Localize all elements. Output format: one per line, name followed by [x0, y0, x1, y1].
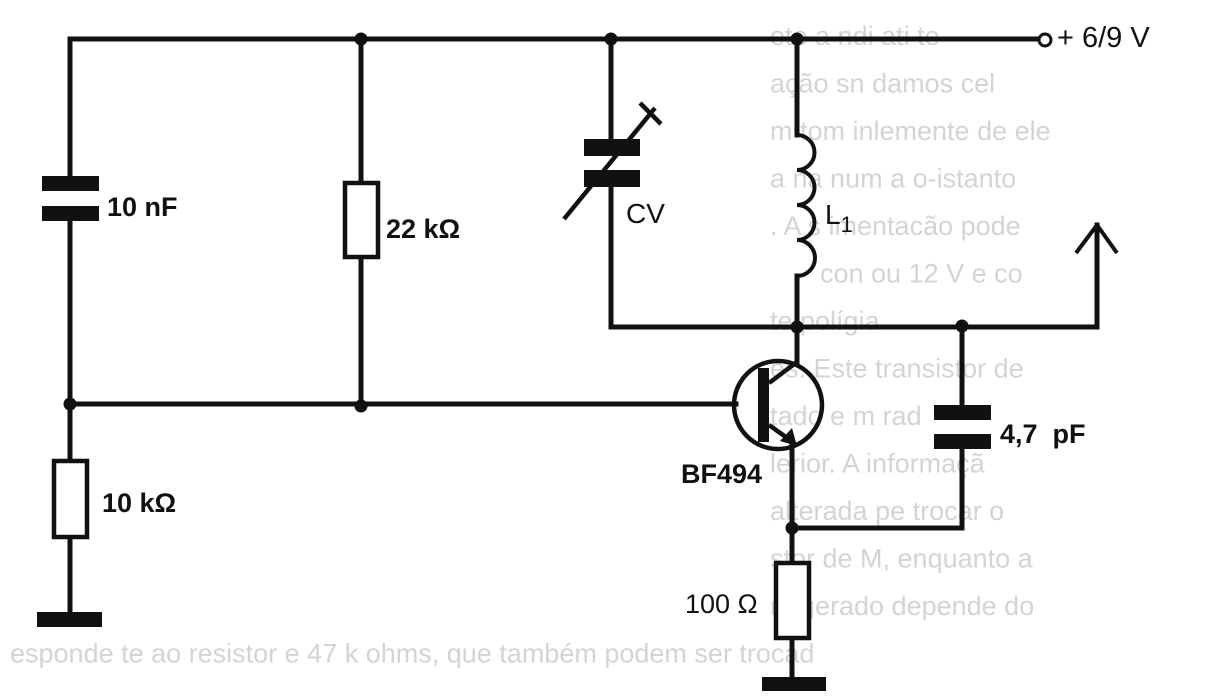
antenna-arm-right [1095, 223, 1119, 255]
capacitor-plate [42, 176, 99, 191]
junction-dot [785, 521, 799, 535]
antenna-arm-left [1074, 223, 1099, 255]
background-text-line: lerior. A informaçã [770, 449, 986, 479]
transistor-q1: BF494 [681, 358, 825, 489]
resistor-body [51, 458, 90, 540]
capacitor-c1: 10 nF [42, 176, 178, 222]
resistor-r3: 100 Ω [685, 560, 812, 641]
cv-label: CV [626, 198, 665, 229]
background-text-line: esponde te ao resistor e 47 k ohms, que … [10, 639, 814, 669]
junction-dot [790, 32, 804, 46]
background-text-line: m gerado depende do [770, 591, 1034, 621]
transistor-collector-lead [767, 360, 799, 385]
antenna-icon [1074, 223, 1119, 268]
q1-part-label: BF494 [681, 459, 762, 489]
ground-icon [762, 677, 826, 691]
variable-arrow-tee [638, 101, 663, 126]
background-text-line: con ou 12 V e co [820, 259, 1023, 289]
resistor-r1: 22 kΩ [342, 180, 460, 260]
variable-capacitor-cv: CV [562, 101, 665, 229]
junctions [63, 32, 969, 535]
background-text-line: m tom inlemente de ele [770, 116, 1051, 146]
resistor-body [773, 560, 812, 641]
background-text-line: stor de M, enquanto a [770, 544, 1034, 574]
supply-terminal: + 6/9 V [1037, 22, 1150, 54]
capacitor-plate [934, 405, 991, 420]
junction-dot [604, 32, 618, 46]
junction-dot [790, 320, 804, 334]
inductor-coil [796, 133, 817, 278]
background-text-line: es. Este transistor de [770, 354, 1024, 384]
wires [67, 36, 1100, 681]
background-text-line: tado e m rad [770, 401, 922, 431]
background-text-line: te polígia [770, 306, 881, 336]
emitter-arrow-icon [780, 428, 797, 446]
junction-dot [955, 319, 969, 333]
c1-value-label: 10 nF [107, 192, 178, 222]
variable-arrow-icon [562, 106, 657, 221]
capacitor-plate [42, 206, 99, 221]
capacitor-c2: 4,7 pF [934, 405, 1086, 449]
l1-designator: L [825, 199, 841, 230]
r3-value-label: 100 Ω [685, 589, 758, 619]
c2-value-label: 4,7 pF [1000, 419, 1086, 449]
capacitor-plate [584, 139, 640, 156]
transistor-envelope [731, 358, 825, 452]
capacitor-plate [934, 434, 991, 449]
junction-dot [63, 397, 77, 411]
resistor-body [342, 180, 381, 260]
ground-icon [37, 612, 102, 627]
terminal-open-circle-icon [1037, 32, 1053, 48]
supply-label: + 6/9 V [1057, 22, 1150, 54]
r1-value-label: 22 kΩ [386, 214, 460, 244]
resistor-r2: 10 kΩ [51, 458, 176, 540]
junction-dot [354, 399, 368, 413]
l1-label: L1 [825, 199, 853, 237]
background-text-line: ação sn damos cel [770, 69, 995, 99]
transistor-base-bar [758, 368, 769, 442]
r2-value-label: 10 kΩ [102, 488, 176, 518]
junction-dot [354, 32, 368, 46]
inductor-l1: L1 [796, 133, 853, 278]
l1-subscript: 1 [841, 212, 853, 237]
background-text-line: alterada pe trocar o [770, 496, 1004, 526]
